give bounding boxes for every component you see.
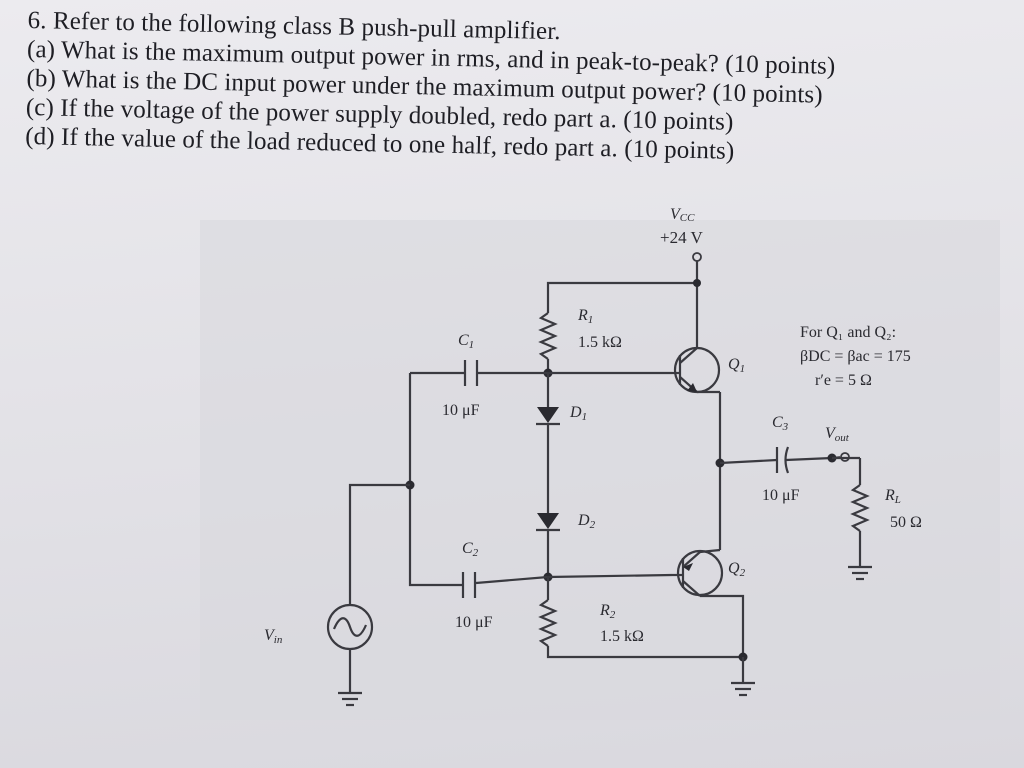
vin-label: Vin	[264, 627, 283, 646]
problem-statement: 6. Refer to the following class B push-p…	[25, 6, 998, 171]
c2-value: 10 μF	[455, 614, 493, 631]
r1-value: 1.5 kΩ	[578, 334, 622, 351]
output-node-wire	[697, 390, 725, 550]
vcc-value: +24 V	[660, 228, 704, 247]
d1-diode	[536, 373, 560, 513]
note-line-2: βDC = βac = 175	[800, 348, 911, 365]
c1-label: C1	[458, 332, 474, 351]
schematic-background	[200, 220, 1000, 720]
r1-label: R1	[577, 307, 593, 326]
d1-label: D1	[569, 404, 587, 423]
q2-transistor	[672, 548, 745, 653]
rl-label: RL	[884, 487, 901, 506]
c2-label: C2	[462, 540, 479, 559]
d2-label: D2	[577, 512, 596, 531]
c3-label: C3	[772, 414, 789, 433]
r1-resistor	[538, 312, 558, 373]
transistor-parameters-note: For Q₁ and Q₂: βDC = βac = 175 r′e = 5 Ω	[800, 324, 911, 389]
q1-label: Q1	[728, 356, 745, 375]
rl-resistor	[832, 456, 870, 567]
q2-label: Q2	[728, 560, 746, 579]
rl-value: 50 Ω	[890, 514, 922, 531]
top-rail-wire	[546, 279, 701, 333]
r2-resistor	[538, 577, 743, 659]
r2-value: 1.5 kΩ	[600, 628, 644, 645]
ground-vin-icon	[338, 691, 362, 707]
note-line-3: r′e = 5 Ω	[815, 372, 872, 389]
c2-capacitor	[461, 572, 477, 598]
ground-q2-icon	[731, 652, 755, 697]
amplifier-schematic: VCC +24 V R1 1.5 kΩ C1 10 μF D1 D2 C2 10…	[200, 195, 1000, 755]
q2-base-wire	[547, 573, 673, 579]
vin-source	[326, 483, 410, 693]
vcc-terminal	[692, 252, 702, 283]
c1-value: 10 μF	[442, 402, 480, 419]
d2-diode	[536, 513, 560, 577]
r2-label: R2	[599, 602, 616, 621]
c2-wires	[405, 480, 549, 587]
note-line-1: For Q₁ and Q₂:	[800, 324, 896, 341]
c3-capacitor	[719, 446, 833, 474]
c3-value: 10 μF	[762, 487, 800, 504]
q1-transistor	[672, 333, 721, 394]
c1-wires	[408, 371, 548, 485]
vcc-label: VCC	[670, 206, 695, 224]
ground-rl-icon	[848, 565, 872, 581]
vout-label: Vout	[825, 425, 850, 444]
c1-capacitor	[463, 360, 479, 386]
circuit-diagram: VCC +24 V R1 1.5 kΩ C1 10 μF D1 D2 C2 10…	[264, 206, 922, 707]
